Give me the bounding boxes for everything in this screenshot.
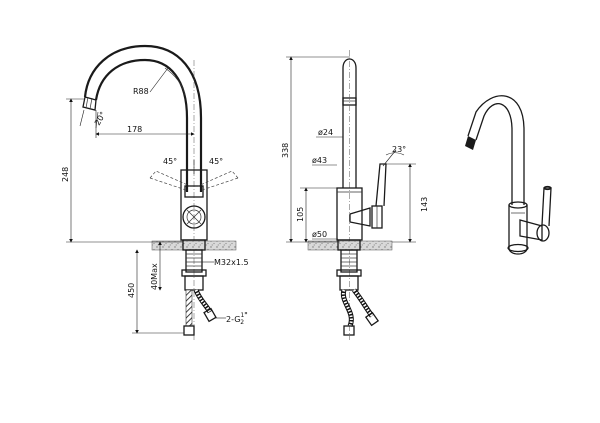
front-view: R88 20° 178 45° 45° 248 M32x1.5 40Max 45… — [61, 44, 249, 340]
side-counter — [307, 239, 393, 291]
side-dimensions — [286, 56, 416, 243]
lever-right-angle-label: 45° — [209, 157, 223, 166]
side-view: 338 ø24 ø43 ø50 23° 105 143 — [281, 50, 429, 340]
front-body — [149, 60, 239, 340]
lever-left-angle-label: 45° — [163, 157, 177, 166]
connection-numerator: 1 — [240, 312, 244, 319]
reach-label: 178 — [127, 125, 142, 134]
connection-suffix: " — [244, 311, 248, 320]
spout-angle-label: 20° — [93, 110, 108, 127]
height-label: 248 — [61, 167, 70, 182]
side-hoses — [340, 288, 380, 336]
front-hoses — [183, 289, 217, 336]
side-spout — [342, 50, 357, 340]
radius-label: R88 — [133, 87, 149, 96]
side-body — [336, 149, 397, 241]
dia-base-label: ø50 — [312, 230, 327, 239]
connection-denominator: 2 — [240, 319, 244, 326]
dia-spout-label: ø24 — [318, 128, 333, 137]
max-counter-label: 40Max — [150, 263, 159, 290]
thread-label: M32x1.5 — [214, 258, 249, 267]
front-spout — [82, 44, 203, 192]
hose-length-label: 450 — [127, 283, 136, 298]
connection-main: 2-G — [226, 315, 240, 324]
dia-body-label: ø43 — [312, 156, 327, 165]
front-counter — [151, 239, 237, 291]
lever-height-label: 143 — [420, 197, 429, 212]
lever-angle-label: 23° — [392, 145, 406, 154]
total-height-label: 338 — [281, 143, 290, 158]
front-dimensions — [66, 67, 226, 334]
isometric-view — [465, 95, 552, 255]
body-height-label: 105 — [296, 207, 305, 222]
